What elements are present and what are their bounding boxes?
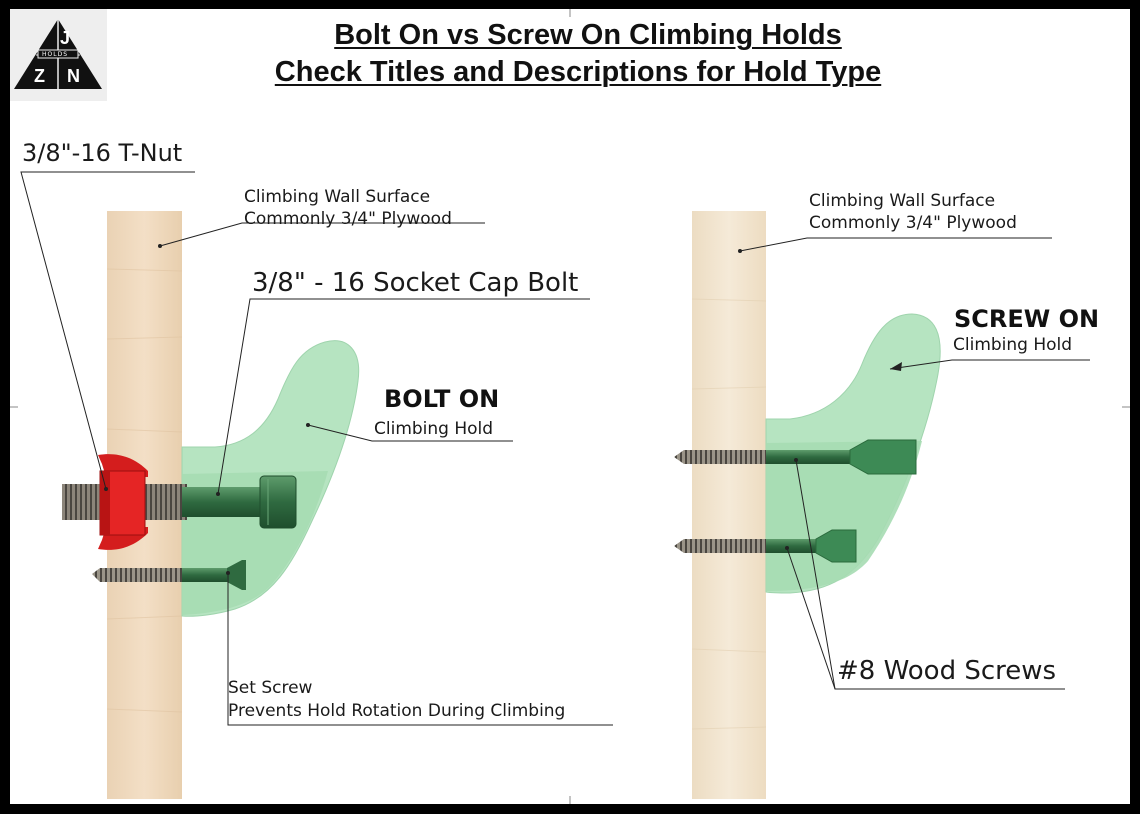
tnut-label: 3/8"-16 T-Nut (22, 139, 183, 167)
bolt-on-title: BOLT ON (384, 385, 500, 413)
wall-label-right-line1: Climbing Wall Surface (809, 191, 996, 211)
set-screw-head (227, 560, 246, 590)
wood-screw-lower-thread (674, 539, 772, 553)
logo-letter-top: J (60, 28, 71, 48)
leader-lines (20, 171, 1090, 726)
plywood-wall-right (692, 211, 766, 799)
socket-cap-bolt-label: 3/8" - 16 Socket Cap Bolt (252, 268, 579, 298)
leader-wall-right (739, 237, 1052, 252)
leader-dots (104, 244, 798, 575)
socket-cap-head (259, 475, 297, 529)
wood-screw-lower-head (815, 529, 857, 563)
leader-wood-screws-2 (786, 547, 836, 690)
wood-grain-right (691, 298, 767, 730)
wall-label-left-line2: Commonly 3/4" Plywood (244, 209, 452, 229)
jzn-holds-logo: J HOLDS Z N (10, 9, 107, 101)
page-title-line2: Check Titles and Descriptions for Hold T… (274, 56, 882, 88)
wall-label-right-line2: Commonly 3/4" Plywood (809, 213, 1017, 233)
logo-letter-right: N (67, 66, 80, 86)
arrow-screw-on-hold (890, 362, 902, 371)
t-nut (98, 454, 148, 550)
screw-on-title: SCREW ON (954, 305, 1100, 333)
bolt-shank (182, 487, 260, 517)
wood-screw-lower-shank (766, 539, 816, 553)
set-screw (92, 568, 187, 582)
bolt-on-subtitle: Climbing Hold (374, 419, 494, 439)
screw-on-subtitle: Climbing Hold (953, 335, 1073, 355)
wood-screws-label: #8 Wood Screws (837, 656, 1057, 686)
wood-grain-left (106, 268, 183, 713)
diagram-canvas (10, 9, 1130, 804)
set-screw-description: Prevents Hold Rotation During Climbing (228, 701, 566, 721)
leader-bolt-on-hold (307, 424, 513, 442)
leader-wall-left (159, 222, 485, 247)
crop-marks (10, 9, 1130, 804)
set-screw-label: Set Screw (228, 678, 313, 698)
logo-letter-left: Z (34, 66, 45, 86)
leader-bolt (217, 298, 590, 495)
leader-screw-on-hold (889, 359, 1090, 370)
leader-tnut (20, 171, 195, 490)
page-title-line1: Bolt On vs Screw On Climbing Holds (334, 19, 842, 51)
logo-word: HOLDS (42, 51, 69, 58)
set-screw-shank (182, 568, 227, 582)
screw-on-hold-inner-shade (766, 441, 922, 591)
drawing-sheet: J HOLDS Z N Bolt On vs Screw On Climbing… (10, 9, 1130, 804)
wood-screw-upper-head (849, 439, 917, 475)
leader-set-screw (227, 573, 613, 726)
logo-triangle-icon (10, 9, 107, 101)
wall-label-left-line1: Climbing Wall Surface (244, 187, 431, 207)
wood-screw-upper-shank (766, 450, 850, 464)
wood-screw-upper-thread (674, 450, 772, 464)
